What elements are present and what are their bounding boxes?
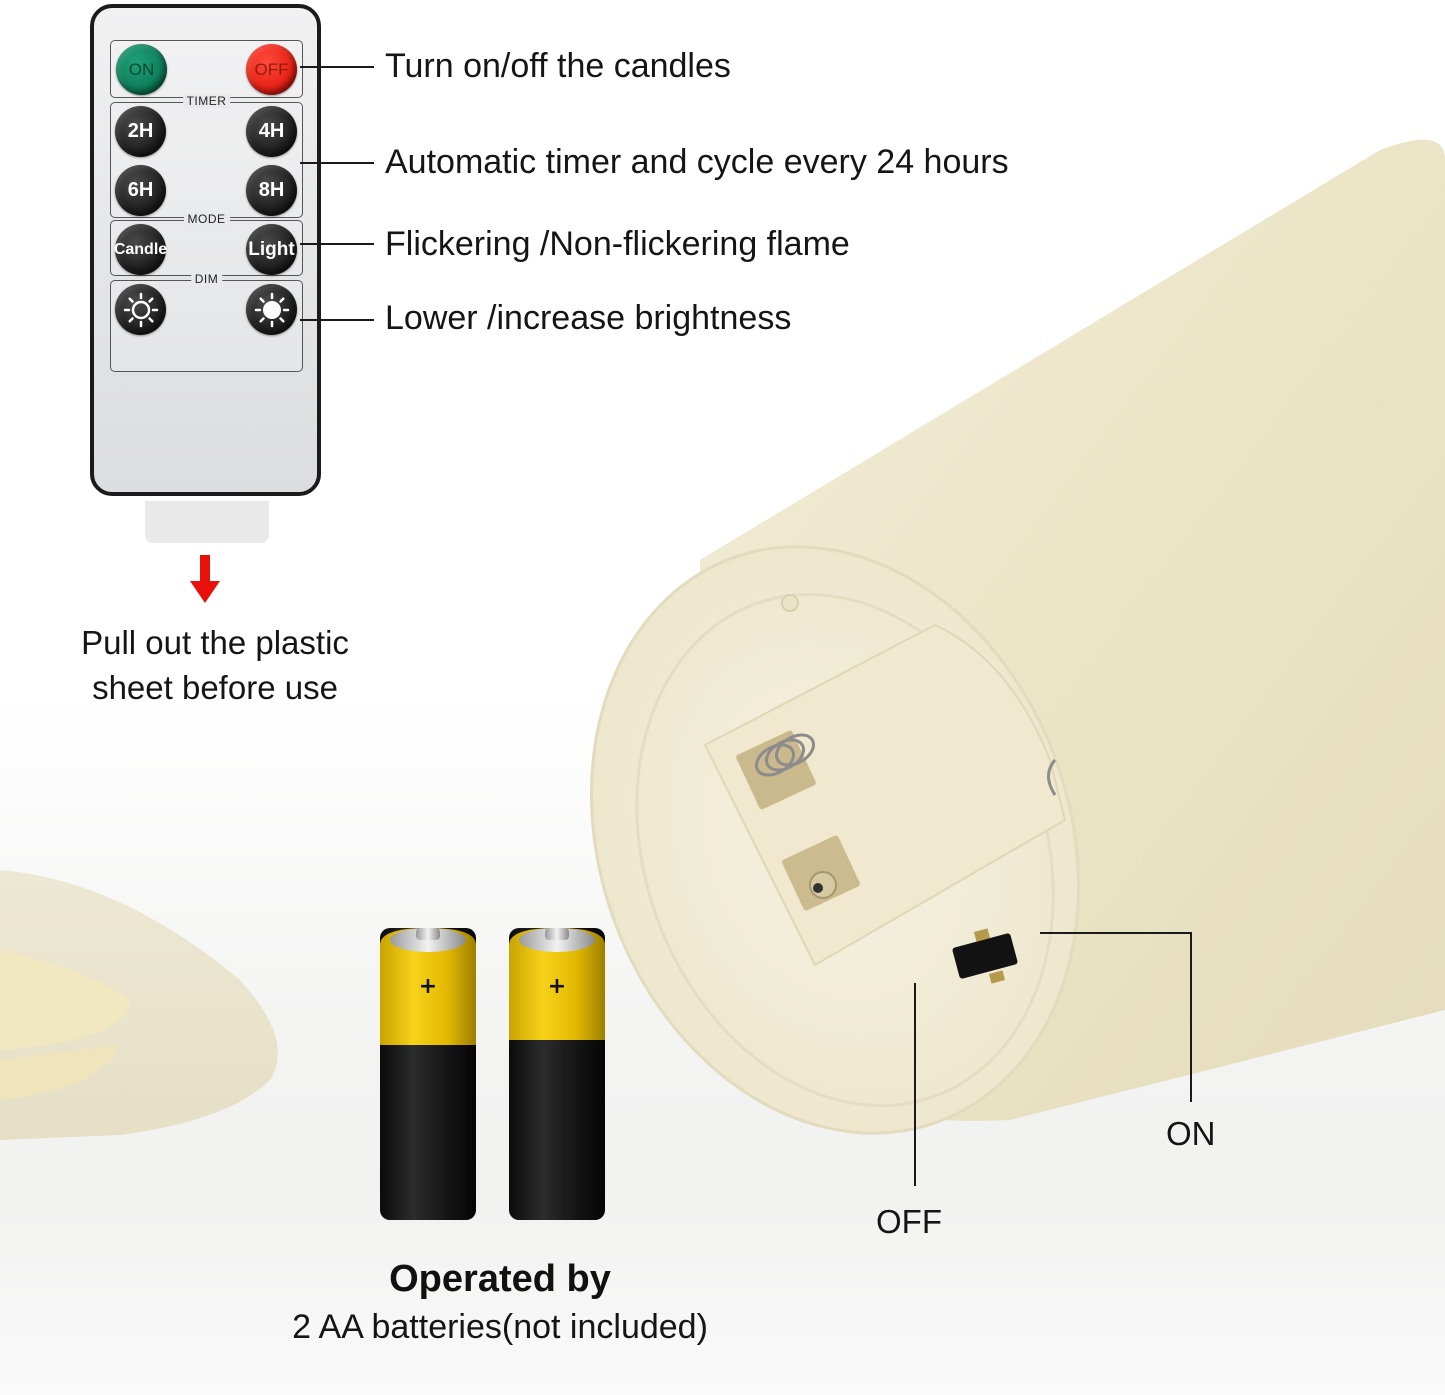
battery-info-title: Operated by — [389, 1258, 611, 1300]
power-panel: ON OFF — [110, 40, 303, 98]
callout-dim: Lower /increase brightness — [385, 299, 792, 337]
dim-panel: DIM — [110, 272, 303, 372]
light-mode-button[interactable]: Light — [246, 224, 297, 275]
dim-title: DIM — [190, 272, 223, 286]
plastic-pull-sheet[interactable] — [145, 501, 269, 543]
timer-title: TIMER — [182, 94, 231, 108]
timer-4h-button[interactable]: 4H — [246, 106, 297, 157]
timer-8h-button[interactable]: 8H — [246, 165, 297, 216]
battery-info-subtitle: 2 AA batteries(not included) — [292, 1308, 708, 1346]
sun-outline-icon — [123, 292, 158, 327]
callout-line-power — [300, 66, 374, 68]
mode-panel: MODE Candle Light — [110, 212, 303, 276]
callout-timer: Automatic timer and cycle every 24 hours — [385, 143, 1009, 181]
timer-2h-button[interactable]: 2H — [115, 106, 166, 157]
mode-title: MODE — [183, 212, 230, 226]
timer-6h-button[interactable]: 6H — [115, 165, 166, 216]
callout-line-dim — [300, 319, 374, 321]
battery-info: Operated by 2 AA batteries(not included) — [250, 1255, 750, 1351]
callout-line-timer — [300, 162, 374, 164]
dim-increase-button[interactable] — [246, 284, 297, 335]
callout-line-mode — [300, 243, 374, 245]
off-button[interactable]: OFF — [246, 44, 297, 95]
sun-filled-icon — [254, 292, 289, 327]
on-button[interactable]: ON — [116, 44, 167, 95]
switch-off-label: OFF — [876, 1203, 942, 1240]
remote-control: ON OFF TIMER 2H 4H 6H 8H MODE Candle Lig… — [90, 4, 321, 496]
pull-sheet-instruction: Pull out the plastic sheet before use — [81, 624, 349, 706]
arrow-down-icon — [190, 555, 220, 603]
dim-lower-button[interactable] — [115, 284, 166, 335]
callout-mode: Flickering /Non-flickering flame — [385, 225, 850, 263]
callout-power: Turn on/off the candles — [385, 47, 731, 85]
switch-on-label: ON — [1166, 1115, 1216, 1152]
candle-mode-button[interactable]: Candle — [114, 224, 167, 275]
timer-panel: TIMER 2H 4H 6H 8H — [110, 94, 303, 218]
